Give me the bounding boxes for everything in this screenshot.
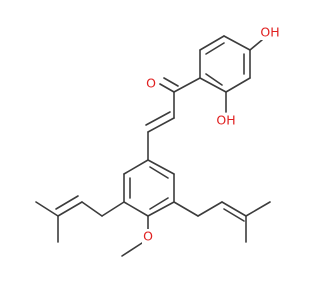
right-prenyl-methyl-bond	[245, 201, 271, 217]
left-prenyl-bond	[81, 201, 103, 217]
carbonyl-double-bond	[159, 83, 175, 93]
label-background	[142, 229, 154, 244]
bond-layer	[35, 35, 271, 257]
para-hydroxyl-bond	[249, 39, 263, 51]
left-prenyl-bond	[101, 201, 125, 217]
ring-a-bond	[199, 77, 227, 93]
left-prenyl-methyl-bond	[35, 201, 59, 217]
right-prenyl-double-bond	[221, 201, 247, 217]
label-background	[215, 113, 237, 128]
ortho-hydroxyl-label: OH	[216, 113, 235, 128]
ring-a-inner-double-bond	[205, 73, 223, 86]
label-background	[145, 76, 157, 91]
alkene-double-bond	[147, 117, 175, 133]
ring-a-to-carbonyl-bond	[173, 77, 201, 93]
right-prenyl-double-bond	[223, 208, 245, 222]
right-prenyl-bond	[197, 201, 223, 217]
ring-a-bond	[225, 77, 251, 93]
ring-a-bond	[223, 35, 251, 51]
ketone-oxygen-label: O	[146, 76, 156, 91]
ring-b-bond	[147, 159, 175, 175]
ring-b-bond	[123, 159, 149, 175]
atom-label-layer: O OH OH O	[142, 25, 282, 244]
ring-b-bond	[123, 201, 149, 217]
label-background	[260, 25, 282, 40]
alkene-double-bond	[145, 111, 171, 126]
carbonyl-double-bond	[163, 77, 179, 87]
chalcone-structure-diagram: O OH OH O	[35, 24, 282, 257]
ring-a-bond	[199, 35, 225, 51]
methoxy-methyl-bond	[121, 242, 143, 257]
ring-b-inner-double-bond	[149, 197, 169, 210]
left-prenyl-double-bond	[55, 195, 79, 210]
ring-b-bond	[147, 201, 175, 217]
ring-b-inner-double-bond	[149, 166, 169, 179]
left-prenyl-double-bond	[57, 201, 83, 217]
methoxy-oxygen-label: O	[143, 229, 153, 244]
right-prenyl-bond	[173, 201, 199, 217]
para-hydroxyl-label: OH	[260, 25, 279, 40]
ring-a-inner-double-bond	[205, 42, 225, 55]
